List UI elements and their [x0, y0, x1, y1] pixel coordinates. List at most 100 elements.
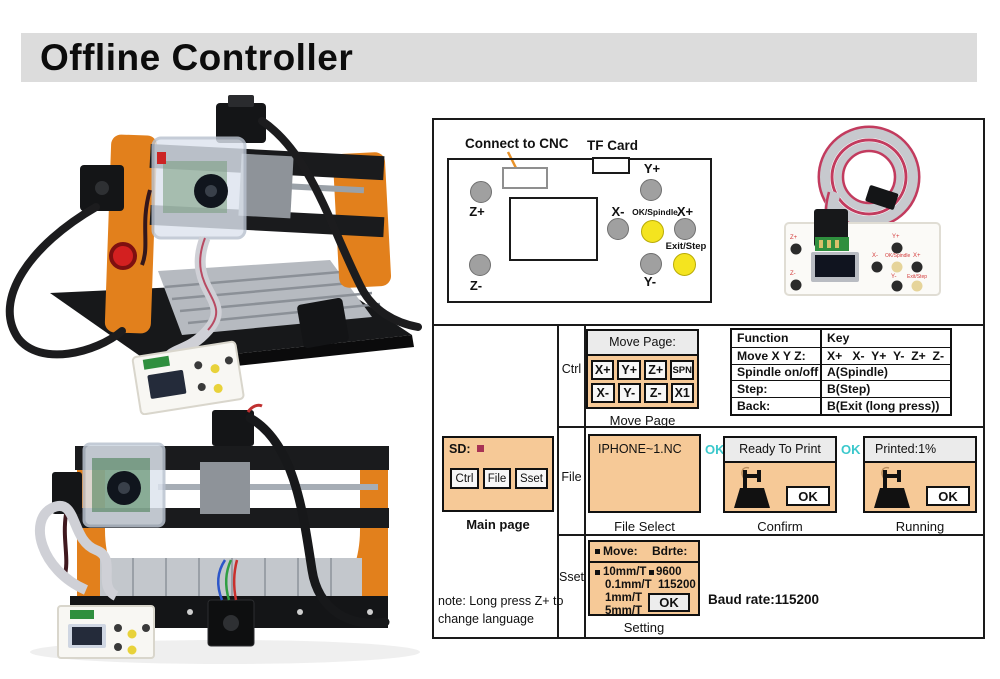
tf-card-slot [592, 157, 630, 174]
z-minus-button [469, 254, 491, 276]
fn-back-label: Back: [732, 397, 820, 414]
table-slats [132, 558, 332, 598]
cable-coil [841, 149, 897, 205]
controller-key [213, 383, 223, 393]
move-page-panel: Move Page: X+ Y+ Z+ SPN X- Y- Z- X1 [586, 329, 699, 409]
motor-wires-left [62, 513, 69, 579]
photo-y-plus-key [891, 242, 903, 254]
running-caption: Running [895, 519, 945, 534]
motor-wire-red [246, 403, 263, 413]
controller-key [114, 643, 122, 651]
photo-x-minus-label: X- [872, 253, 878, 259]
column-line-right [584, 324, 586, 637]
page-title: Offline Controller [40, 37, 354, 78]
controller-key [224, 356, 233, 365]
black-cable-left [5, 203, 126, 359]
move-page-body: X+ Y+ Z+ SPN X- Y- Z- X1 [588, 356, 697, 407]
green-pcb [815, 237, 849, 251]
screw [367, 609, 373, 615]
y-minus-label: Y- [643, 274, 657, 289]
photo-y-plus-label: Y+ [892, 234, 900, 240]
stepper-motor-right [297, 297, 349, 349]
controller-connector [142, 355, 171, 370]
cable-connector [865, 185, 899, 210]
file-select-caption: File Select [614, 519, 675, 534]
lead-screw [158, 484, 378, 490]
wire-green [225, 559, 233, 601]
confirm-panel: Ready To Print OK [723, 436, 837, 513]
fn-header-function: Function [737, 331, 789, 346]
note-line-1: note: Long press Z+ to [438, 594, 564, 608]
key-z-minus: Z- [644, 383, 668, 403]
wire-blue [217, 559, 227, 601]
controller-product-photo: Z+ Z- Y+ X- OK/Spindle X+ Y- Exit/Step [784, 125, 941, 296]
baud-rate-text: Baud rate:115200 [708, 592, 820, 607]
spindle-carriage [200, 462, 250, 514]
screw [187, 609, 193, 615]
confirm-ok-button: OK [786, 486, 830, 506]
main-page-panel: SD: Ctrl File Sset [442, 436, 554, 512]
move-row-1: X+ Y+ Z+ SPN [591, 360, 694, 380]
ribbon-cable [34, 501, 119, 601]
bdrte-header: Bdrte: [652, 544, 688, 558]
setting-panel: Move: Bdrte: 10mm/T 0.1mm/T 1mm/T 5mm/T … [588, 540, 700, 617]
setting-header: Move: Bdrte: [590, 542, 698, 563]
screen-area [509, 197, 598, 261]
fn-step-label: Step: [732, 380, 820, 397]
x-plus-button [674, 218, 696, 240]
photo-x-plus-label: X+ [913, 253, 921, 259]
move-page-caption: Move Page [609, 413, 676, 428]
black-cable-right [258, 117, 422, 331]
photo-y-minus-label: Y- [891, 274, 896, 280]
z-plus-button [470, 181, 492, 203]
move-option-5mm: 5mm/T [605, 605, 643, 617]
file-select-panel: IPHONE~1.NC [588, 434, 701, 513]
photo-x-minus-key [871, 261, 883, 273]
photo-z-plus-label: Z+ [790, 235, 798, 241]
controller-key [142, 624, 150, 632]
move-option-1mm: 1mm/T [605, 592, 643, 604]
controller-key [114, 624, 122, 632]
orange-left-plate [104, 134, 158, 334]
title-bar: Offline Controller [21, 33, 977, 82]
pin [819, 240, 823, 248]
fn-move-label: Move X Y Z: [732, 346, 820, 364]
move-header: Move: [603, 544, 638, 558]
exit-step-label: Exit/Step [665, 241, 707, 252]
baud-option-115200: 115200 [658, 579, 696, 591]
key-y-plus: Y+ [617, 360, 641, 380]
controller-key [197, 382, 206, 391]
fn-spindle-label: Spindle on/off [732, 363, 820, 381]
setting-ok-button: OK [648, 593, 690, 612]
motor-wires [140, 189, 152, 266]
controller-key [210, 364, 220, 374]
fn-header-key: Key [820, 330, 950, 347]
stepper-cap [228, 95, 254, 107]
controller-connector [70, 610, 94, 619]
filename-text: IPHONE~1.NC [598, 442, 682, 456]
table-slats [164, 269, 381, 325]
power-switch [157, 152, 166, 164]
move-page-header: Move Page: [588, 331, 697, 356]
y-plus-button [640, 179, 662, 201]
photo-z-minus-key [790, 279, 802, 291]
main-page-caption: Main page [466, 517, 530, 532]
cable-coil [820, 128, 918, 226]
x-minus-button [607, 218, 629, 240]
photo-ok-spindle-label: OK/Spindle [885, 253, 911, 259]
row-divider-2 [557, 534, 983, 536]
main-file-button: File [483, 468, 511, 489]
row-divider-1 [557, 426, 983, 428]
cnc-machine-photo-top [5, 95, 422, 415]
tf-card-label: TF Card [587, 138, 639, 153]
z-plus-label: Z+ [469, 204, 485, 219]
photo-ok-key [891, 261, 903, 273]
controller-key [194, 361, 203, 370]
main-page-buttons: Ctrl File Sset [450, 468, 548, 489]
table-top-line [434, 324, 983, 326]
wire-red [233, 559, 239, 601]
fan-hub [118, 482, 130, 494]
exit-step-button [673, 253, 696, 276]
move-option-01mm: 0.1mm/T [605, 579, 652, 591]
